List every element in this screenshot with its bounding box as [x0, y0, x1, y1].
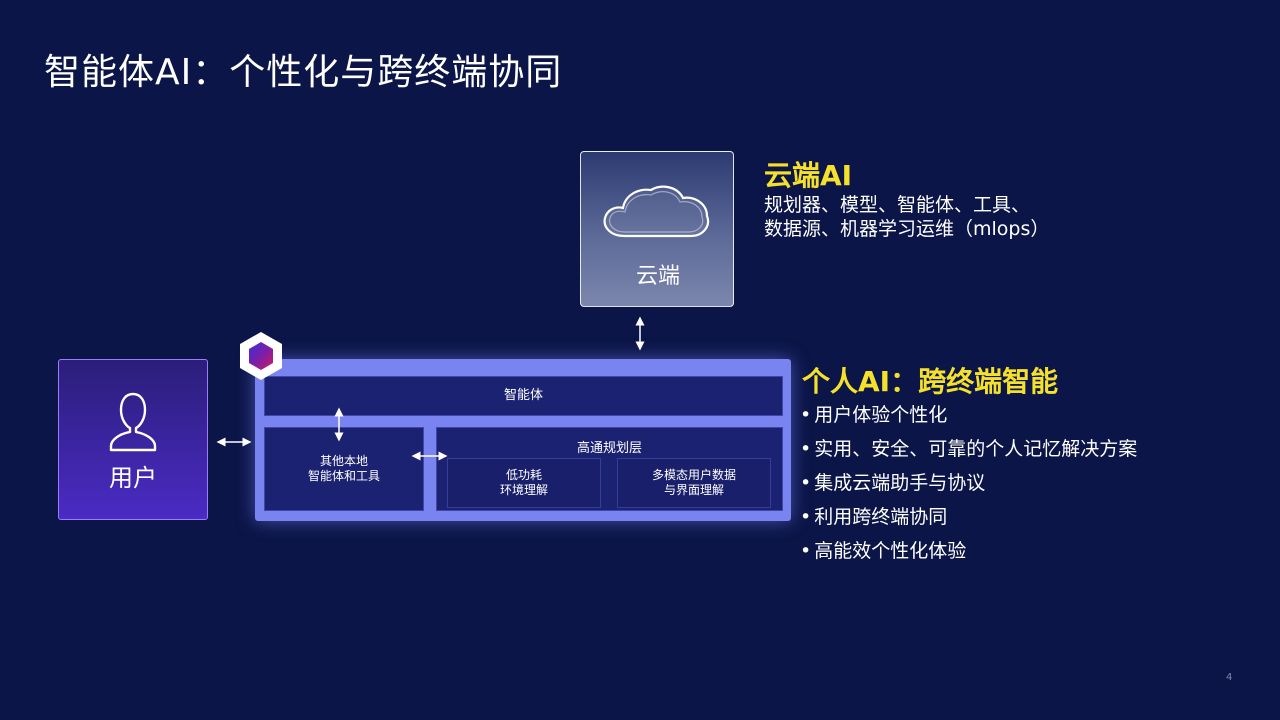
- user-icon: [109, 392, 157, 452]
- cloud-ai-desc-line1: 规划器、模型、智能体、工具、: [764, 194, 1031, 216]
- local-agents-box: 其他本地 智能体和工具: [264, 427, 424, 511]
- cloud-icon: [603, 185, 710, 238]
- device-block: 智能体 其他本地 智能体和工具 高通规划层 低功耗 环境理解 多模态用户数据 与…: [255, 359, 791, 521]
- planning-layer-label: 高通规划层: [576, 441, 642, 456]
- bullet-item: 利用跨终端协同: [800, 500, 1137, 534]
- bullet-item: 实用、安全、可靠的个人记忆解决方案: [800, 432, 1137, 466]
- low-power-line2: 环境理解: [499, 483, 548, 497]
- user-label: 用户: [109, 464, 157, 492]
- local-agents-line1: 其他本地: [319, 454, 368, 468]
- bullet-item: 用户体验个性化: [800, 398, 1137, 432]
- multimodal-line1: 多模态用户数据: [651, 468, 736, 482]
- local-agents-label: 其他本地 智能体和工具: [265, 454, 423, 484]
- user-box: 用户: [58, 359, 208, 520]
- low-power-line1: 低功耗: [505, 468, 542, 482]
- local-agents-line2: 智能体和工具: [307, 469, 380, 483]
- multimodal-line2: 与界面理解: [663, 483, 724, 497]
- bullet-item: 高能效个性化体验: [800, 534, 1137, 568]
- bullet-item: 集成云端助手与协议: [800, 466, 1137, 500]
- personal-ai-title: 个人AI：跨终端智能: [802, 365, 1059, 398]
- multimodal-box: 多模态用户数据 与界面理解: [617, 458, 771, 508]
- multimodal-label: 多模态用户数据 与界面理解: [618, 468, 770, 498]
- agent-bar: 智能体: [264, 376, 783, 416]
- cloud-ai-desc-line2: 数据源、机器学习运维（mlops）: [764, 218, 1050, 240]
- cloud-ai-title: 云端AI: [764, 159, 853, 192]
- low-power-context-box: 低功耗 环境理解: [447, 458, 601, 508]
- planning-layer-box: 高通规划层 低功耗 环境理解 多模态用户数据 与界面理解: [436, 427, 783, 511]
- cloud-ai-description: 规划器、模型、智能体、工具、 数据源、机器学习运维（mlops）: [764, 193, 1049, 241]
- hexagon-logo-icon: [240, 332, 282, 380]
- low-power-context-label: 低功耗 环境理解: [448, 468, 600, 498]
- personal-ai-bullets: 用户体验个性化 实用、安全、可靠的个人记忆解决方案 集成云端助手与协议 利用跨终…: [800, 398, 1137, 568]
- agent-label: 智能体: [503, 388, 543, 403]
- page-number: 4: [1226, 672, 1233, 683]
- cloud-label: 云端: [635, 264, 680, 289]
- cloud-box: 云端: [580, 151, 734, 307]
- page-title: 智能体AI：个性化与跨终端协同: [44, 52, 563, 93]
